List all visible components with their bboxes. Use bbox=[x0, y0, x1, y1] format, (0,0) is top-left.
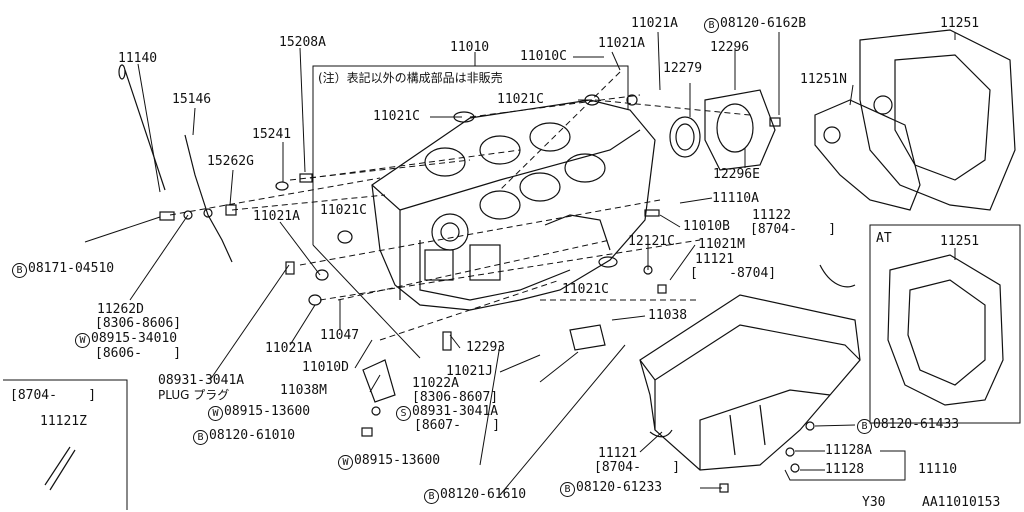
part-12279: 12279 bbox=[663, 61, 703, 76]
part-08931-3041A-plug: 08931-3041A bbox=[158, 373, 245, 388]
dashed-guides bbox=[169, 71, 751, 341]
bolt-marker: B bbox=[560, 482, 575, 497]
part-15262G: 15262G bbox=[207, 154, 254, 169]
leader-lines bbox=[84, 31, 956, 496]
part-11010D: 11010D bbox=[302, 360, 349, 375]
note-text: (注）表記以外の構成部品は非販売 bbox=[318, 71, 503, 85]
part-11021C-top: 11021C bbox=[373, 109, 420, 124]
part-11021M: 11021M bbox=[698, 237, 745, 252]
part-11121-bot: 11121 bbox=[598, 446, 638, 461]
at-box bbox=[869, 224, 1021, 424]
part-11010C: 11010C bbox=[520, 49, 567, 64]
oil-seal-drawing bbox=[669, 89, 776, 171]
part-15208A: 15208A bbox=[279, 35, 326, 50]
part-12121C: 12121C bbox=[628, 234, 675, 249]
part-12296E: 12296E bbox=[713, 167, 760, 182]
part-11122: 11122 bbox=[752, 208, 792, 223]
rear-plate-drawing bbox=[859, 29, 1016, 211]
washer-marker: W bbox=[75, 333, 90, 348]
part-15241: 15241 bbox=[252, 127, 292, 142]
cylinder-block-drawing bbox=[371, 99, 656, 311]
at-plate-drawing bbox=[887, 254, 1004, 406]
part-11122-range: [8704- ] bbox=[750, 222, 837, 237]
part-11121-top-range: [ -8704] bbox=[690, 266, 777, 281]
at-label: AT bbox=[876, 231, 892, 246]
bolt-marker: B bbox=[704, 18, 719, 33]
part-11110A: 11110A bbox=[712, 191, 759, 206]
bolt-marker: B bbox=[424, 489, 439, 504]
part-11047: 11047 bbox=[320, 328, 360, 343]
washer-marker: W bbox=[208, 406, 223, 421]
part-08931-3041A-range: [8607- ] bbox=[414, 418, 501, 433]
part-11121Z: 11121Z bbox=[40, 414, 87, 429]
oil-pan-drawing bbox=[639, 294, 861, 471]
part-11262D: 11262D bbox=[97, 302, 144, 317]
seal-marker: S bbox=[396, 406, 411, 421]
part-11110: 11110 bbox=[918, 462, 958, 477]
part-11021C-low: 11021C bbox=[562, 282, 609, 297]
part-11128A: 11128A bbox=[825, 443, 872, 458]
bolt-marker: B bbox=[12, 263, 27, 278]
part-11022A-range: [8306-8607] bbox=[412, 390, 499, 405]
part-11128: 11128 bbox=[825, 462, 865, 477]
part-11021A-mid: 11021A bbox=[265, 341, 312, 356]
diagram-code: Y30 bbox=[862, 495, 886, 510]
block-box-outline bbox=[312, 65, 629, 245]
part-11010: 11010 bbox=[450, 40, 490, 55]
dipstick-drawing bbox=[124, 69, 166, 191]
bolt-marker: B bbox=[193, 430, 208, 445]
dipstick-guide-drawing bbox=[184, 134, 233, 263]
part-11010B: 11010B bbox=[683, 219, 730, 234]
part-11121-bot-range: [8704- ] bbox=[594, 460, 681, 475]
part-11251: 11251 bbox=[940, 16, 980, 31]
part-12296: 12296 bbox=[710, 40, 750, 55]
rear-plate-small-drawing bbox=[814, 99, 921, 211]
part-08915-34010-range: [8606- ] bbox=[95, 346, 182, 361]
part-11021A-left: 11021A bbox=[253, 209, 300, 224]
part-11038M: 11038M bbox=[280, 383, 327, 398]
part-11022A: 11022A bbox=[412, 376, 459, 391]
part-11021A-top2: 11021A bbox=[598, 36, 645, 51]
part-12293: 12293 bbox=[466, 340, 506, 355]
part-11021A-top: 11021A bbox=[631, 16, 678, 31]
block-box-diagonal bbox=[312, 244, 421, 359]
part-11140: 11140 bbox=[118, 51, 158, 66]
part-11251-at: 11251 bbox=[940, 234, 980, 249]
dipstick-variant-drawing bbox=[49, 449, 76, 491]
diagram-reference: AA11010153 bbox=[922, 495, 1001, 510]
part-11021J: 11021J bbox=[446, 364, 493, 379]
part-11262D-range: [8306-8606] bbox=[95, 316, 182, 331]
part-15146: 15146 bbox=[172, 92, 212, 107]
bolt-marker: B bbox=[857, 419, 872, 434]
plug-text: PLUG プラグ bbox=[158, 388, 230, 402]
part-11121-top: 11121 bbox=[695, 252, 735, 267]
washer-marker: W bbox=[338, 455, 353, 470]
variant-box bbox=[3, 379, 128, 510]
part-11021C-left: 11021C bbox=[320, 203, 367, 218]
part-11251N: 11251N bbox=[800, 72, 847, 87]
part-11038: 11038 bbox=[648, 308, 688, 323]
part-11021C-right: 11021C bbox=[497, 92, 544, 107]
fasteners bbox=[159, 94, 856, 493]
variant-range: [8704- ] bbox=[10, 388, 97, 403]
